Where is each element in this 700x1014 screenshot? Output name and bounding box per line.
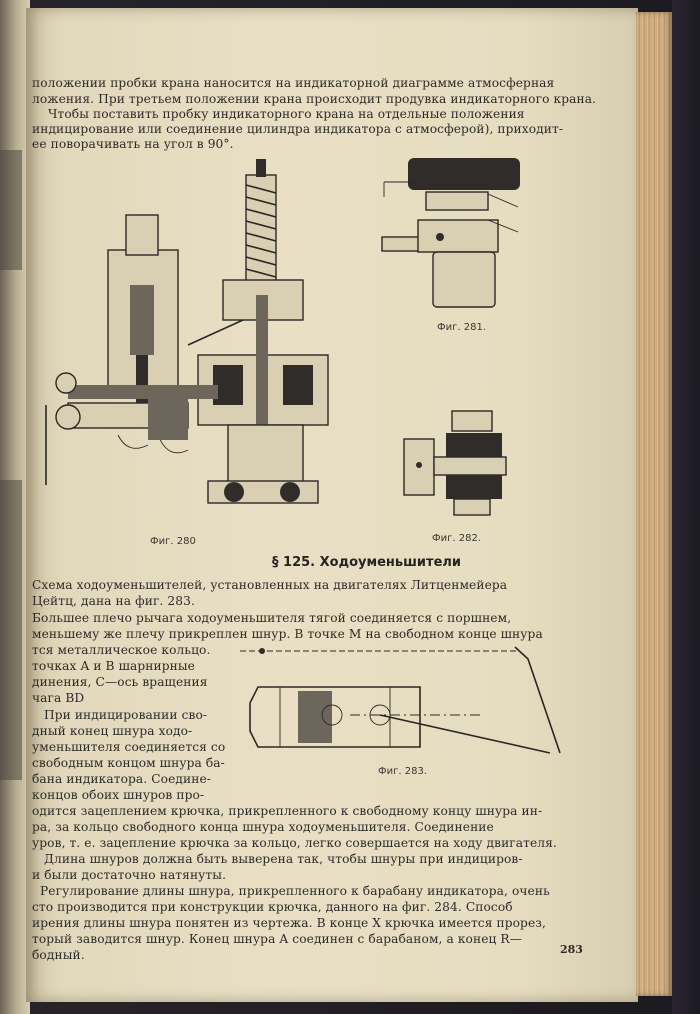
text-line: Цейтц, дана на фиг. 283. — [32, 594, 195, 608]
text-line: Длина шнуров должна быть выверена так, ч… — [44, 852, 523, 866]
text-line: уров, т. е. зацепление крючка за кольцо,… — [32, 836, 557, 850]
text-line: индицирование или соединение цилиндра ин… — [32, 122, 564, 136]
text-line: Регулирование длины шнура, прикрепленног… — [40, 884, 550, 898]
figure-282-drawing — [403, 410, 507, 516]
book-cover — [672, 0, 700, 1014]
text-line: При индицировании сво- — [44, 708, 208, 722]
text-line: Большее плечо рычага ходоуменьшителя тяг… — [32, 611, 512, 625]
book-page — [26, 8, 638, 1002]
figure-283-caption: Фиг. 283. — [378, 766, 427, 777]
text-line: ра, за кольцо свободного конца шнура ход… — [32, 820, 494, 834]
text-line: дный конец шнура ходо- — [32, 724, 193, 738]
text-line: свободным концом шнура ба- — [32, 756, 225, 770]
text-line: положении пробки крана наносится на инди… — [32, 76, 555, 90]
text-line: ее поворачивать на угол в 90°. — [32, 137, 234, 151]
figure-281-caption: Фиг. 281. — [437, 322, 486, 333]
text-line: точках A и B шарнирные — [32, 659, 195, 673]
text-line: торый заводится шнур. Конец шнура A соед… — [32, 932, 522, 946]
figure-281-drawing — [381, 158, 520, 308]
text-line: бодный. — [32, 948, 85, 962]
text-line: концов обоих шнуров про- — [32, 788, 205, 802]
text-line: ложения. При третьем положении крана про… — [32, 92, 597, 106]
previous-page-strip — [0, 0, 30, 1014]
figure-282-caption: Фиг. 282. — [432, 533, 481, 544]
page-edges — [636, 12, 672, 996]
text-line: сто производится при конструкции крючка,… — [32, 900, 513, 914]
section-heading: § 125. Ходоуменьшители — [272, 555, 462, 570]
figure-280-drawing — [45, 159, 329, 504]
text-line: одится зацеплением крючка, прикрепленног… — [32, 804, 543, 818]
text-line: бана индикатора. Соедине- — [32, 772, 211, 786]
text-line: Схема ходоуменьшителей, установленных на… — [32, 578, 508, 592]
text-line: меньшему же плечу прикреплен шнур. В точ… — [32, 627, 543, 641]
text-line: динения, C—ось вращения — [32, 675, 208, 689]
text-line: чага BD — [32, 691, 85, 705]
figure-280-caption: Фиг. 280 — [150, 536, 196, 547]
page-number: 283 — [560, 943, 583, 956]
text-line: и были достаточно натянуты. — [32, 868, 227, 882]
previous-page-figure — [0, 480, 22, 780]
text-line: тся металлическое кольцо. — [32, 643, 211, 657]
text-line: ирения длины шнура понятен из чертежа. В… — [32, 916, 546, 930]
figure-283-drawing — [240, 646, 561, 754]
previous-page-figure — [0, 150, 22, 270]
text-line: Чтобы поставить пробку индикаторного кра… — [48, 107, 525, 121]
text-line: уменьшителя соединяется со — [32, 740, 226, 754]
